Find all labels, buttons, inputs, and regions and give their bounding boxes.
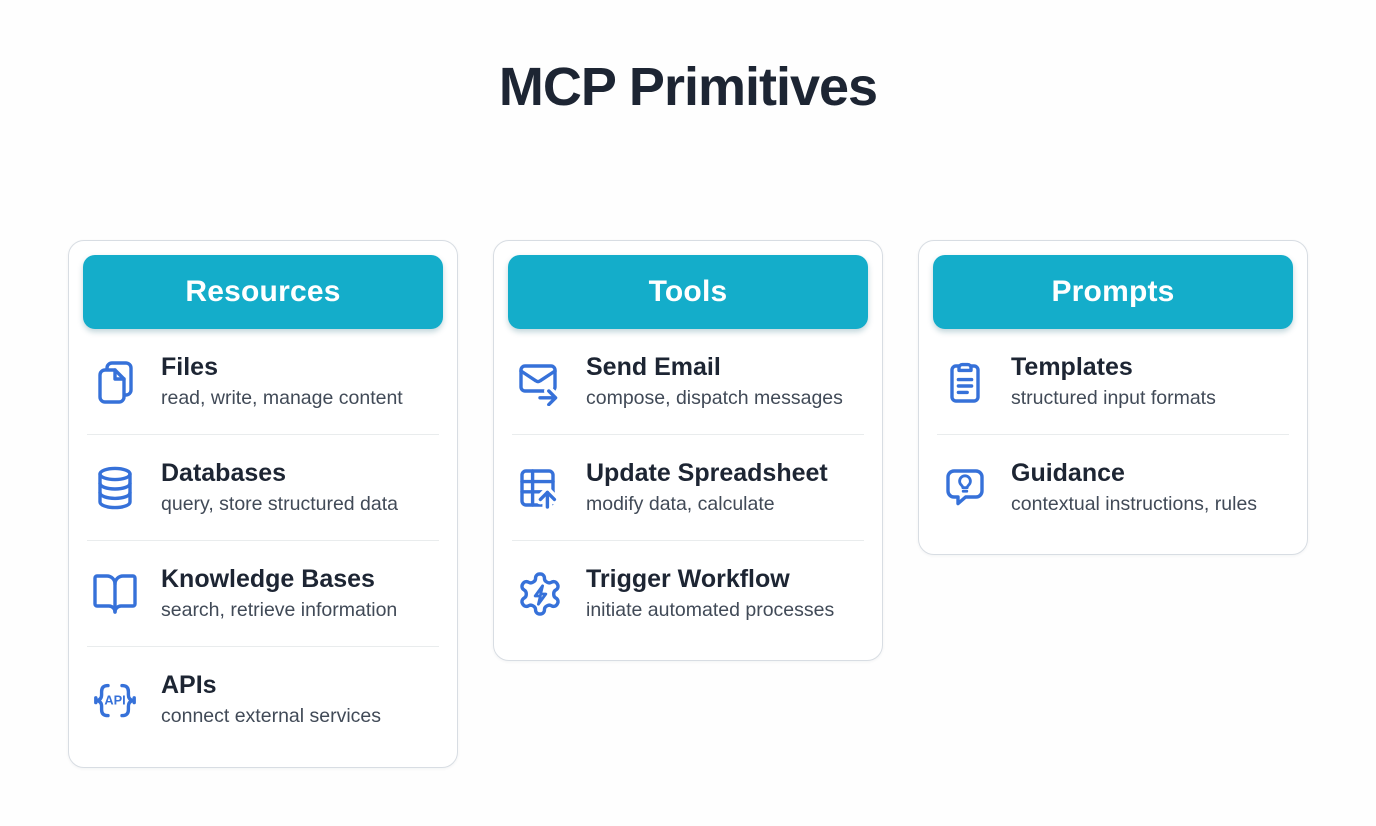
card-title: Tools <box>648 275 728 308</box>
card-items: Send Email compose, dispatch messages <box>508 329 868 646</box>
item-subtitle: read, write, manage content <box>161 386 403 409</box>
item-title: Send Email <box>586 353 721 381</box>
list-item-databases: Databases query, store structured data <box>87 434 439 540</box>
card-resources: Resources Files read, write, manage cont… <box>68 240 458 768</box>
item-subtitle: initiate automated processes <box>586 599 835 622</box>
card-header-prompts: Prompts <box>933 255 1293 329</box>
card-items: Files read, write, manage content Databa… <box>83 329 443 753</box>
list-item-knowledge-bases: Knowledge Bases search, retrieve informa… <box>87 540 439 646</box>
item-subtitle: connect external services <box>161 705 382 728</box>
card-prompts: Prompts Templates structured input forma… <box>918 240 1308 556</box>
item-subtitle: contextual instructions, rules <box>1011 492 1258 515</box>
svg-text:API: API <box>104 693 125 708</box>
list-item-apis: API APIs connect external services <box>87 646 439 752</box>
list-item-templates: Templates structured input formats <box>937 329 1289 434</box>
card-title: Resources <box>185 275 341 308</box>
card-title: Prompts <box>1051 275 1175 308</box>
card-items: Templates structured input formats Guida… <box>933 329 1293 540</box>
card-header-resources: Resources <box>83 255 443 329</box>
item-subtitle: compose, dispatch messages <box>586 386 843 409</box>
spreadsheet-arrow-icon <box>516 464 564 512</box>
item-title: Update Spreadsheet <box>586 459 828 488</box>
list-item-trigger-workflow: Trigger Workflow initiate automated proc… <box>512 540 864 646</box>
list-item-guidance: Guidance contextual instructions, rules <box>937 434 1289 540</box>
item-title: Knowledge Bases <box>161 565 375 594</box>
clipboard-icon <box>941 358 989 406</box>
api-braces-icon: API <box>91 676 139 724</box>
email-send-icon <box>516 358 564 406</box>
database-icon <box>91 464 139 512</box>
workflow-gear-bolt-icon <box>516 570 564 618</box>
list-item-send-email: Send Email compose, dispatch messages <box>512 329 864 434</box>
item-subtitle: search, retrieve information <box>161 599 398 622</box>
item-title: APIs <box>161 671 217 700</box>
open-book-icon <box>91 570 139 618</box>
speech-bulb-icon <box>941 464 989 512</box>
cards-row: Resources Files read, write, manage cont… <box>68 240 1308 768</box>
item-title: Databases <box>161 459 287 488</box>
item-title: Templates <box>1011 353 1133 381</box>
item-title: Trigger Workflow <box>586 565 790 594</box>
card-tools: Tools Send Email com <box>493 240 883 662</box>
files-icon <box>91 358 139 406</box>
item-subtitle: structured input formats <box>1011 386 1216 409</box>
list-item-files: Files read, write, manage content <box>87 329 439 434</box>
page-title: MCP Primitives <box>498 57 878 117</box>
item-title: Files <box>161 353 218 381</box>
item-title: Guidance <box>1011 459 1125 488</box>
item-subtitle: query, store structured data <box>161 492 399 515</box>
list-item-update-spreadsheet: Update Spreadsheet modify data, calculat… <box>512 434 864 540</box>
item-subtitle: modify data, calculate <box>586 492 775 515</box>
card-header-tools: Tools <box>508 255 868 329</box>
